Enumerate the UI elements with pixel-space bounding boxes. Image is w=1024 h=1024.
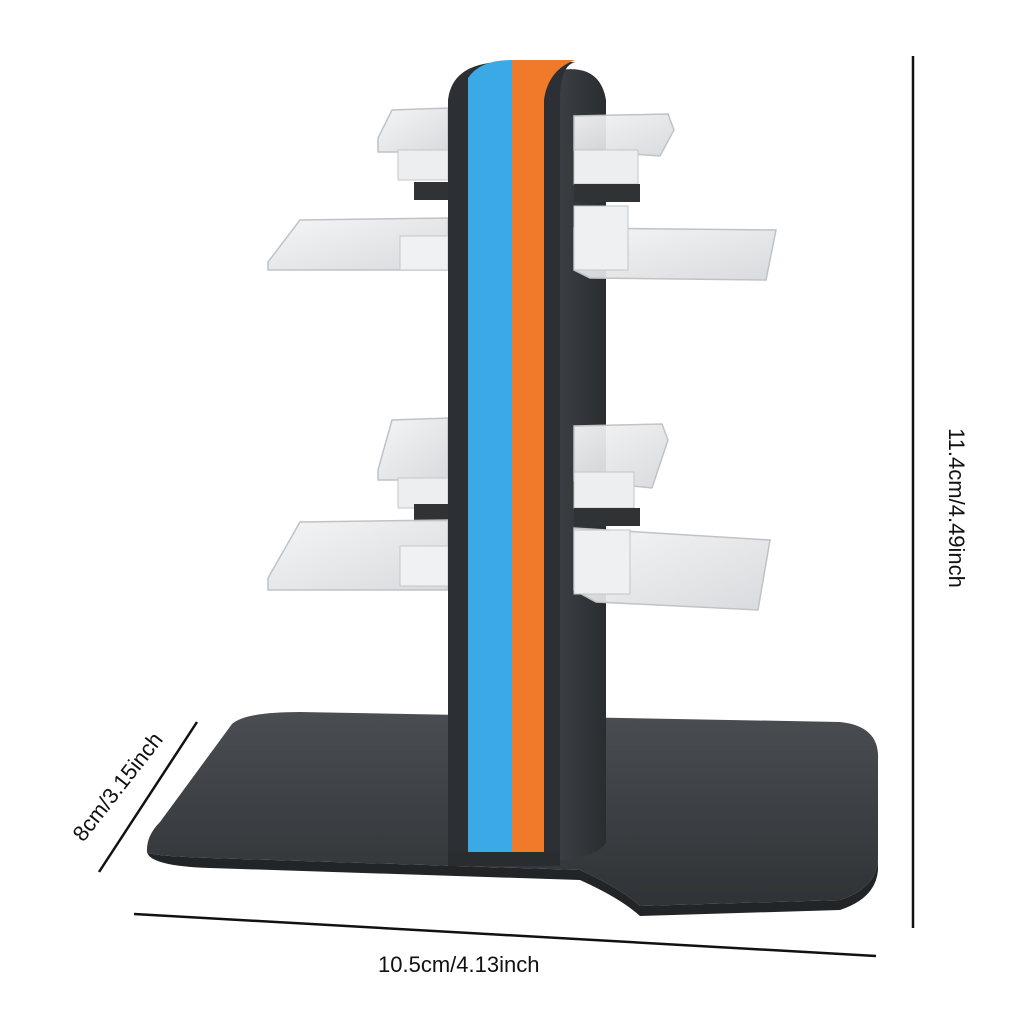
stand-column: [448, 60, 575, 866]
stripe-orange: [512, 60, 575, 852]
width-dimension-line: [133, 912, 877, 958]
stripe-blue: [468, 60, 512, 852]
acrylic-shelves-right: [573, 113, 777, 611]
height-label: 11.4cm/4.49inch: [944, 428, 969, 588]
depth-dimension-line: [97, 721, 199, 873]
width-label: 10.5cm/4.13inch: [378, 952, 540, 977]
acrylic-shelves-left: [267, 107, 449, 591]
